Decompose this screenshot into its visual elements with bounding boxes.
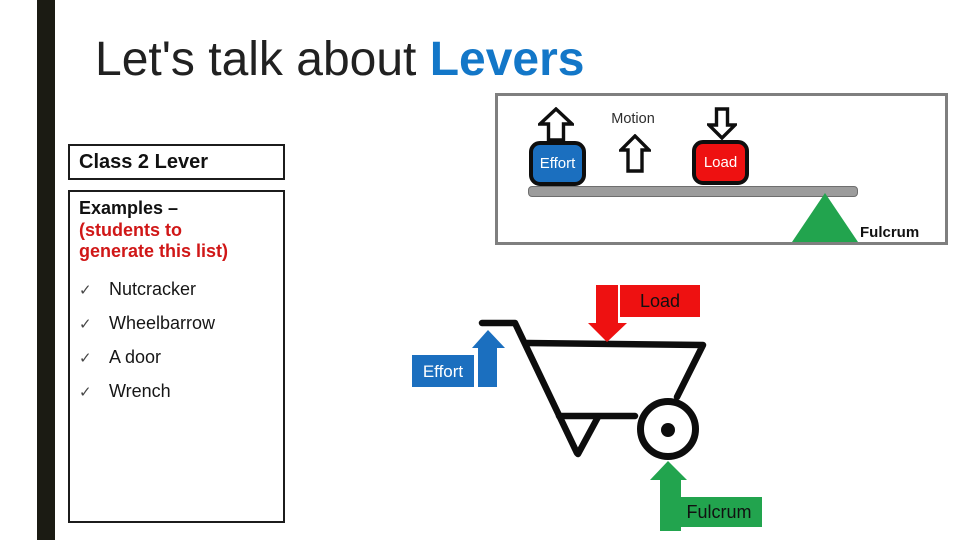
examples-heading-text: Examples – <box>79 198 179 218</box>
effort-arrow-icon <box>472 330 505 387</box>
effort-up-arrow-icon <box>538 107 574 142</box>
check-icon: ✓ <box>79 315 92 333</box>
check-icon: ✓ <box>79 349 92 367</box>
list-item-label: Nutcracker <box>109 278 197 299</box>
lever-beam <box>528 186 858 197</box>
check-icon: ✓ <box>79 281 92 299</box>
list-item: ✓ A door <box>79 347 274 367</box>
load-label: Load <box>640 291 680 311</box>
title-highlight: Levers <box>429 33 585 86</box>
examples-heading: Examples – (students to generate this li… <box>79 198 274 263</box>
effort-chip: Effort <box>529 141 586 186</box>
fulcrum-label: Fulcrum <box>860 224 920 241</box>
effort-chip-label: Effort <box>539 155 576 172</box>
list-item: ✓ Wheelbarrow <box>79 313 274 333</box>
fulcrum-label-bottom: Fulcrum <box>686 502 751 522</box>
motion-up-arrow-icon <box>619 134 651 173</box>
fulcrum-label-box <box>677 497 762 527</box>
load-arrow-icon <box>588 285 627 342</box>
effort-label-box <box>412 355 474 387</box>
wheel-icon <box>637 398 699 460</box>
load-down-arrow-icon <box>707 107 737 140</box>
class-2-lever-box: Class 2 Lever <box>68 144 285 180</box>
load-label-box <box>620 285 700 317</box>
load-chip-label: Load <box>703 154 738 171</box>
students-note: (students to generate this list) <box>79 219 229 262</box>
list-item: ✓ Wrench <box>79 381 274 401</box>
title-prefix: Let's talk about <box>95 33 430 86</box>
check-icon: ✓ <box>79 383 92 401</box>
motion-label: Motion <box>611 111 655 127</box>
list-item-label: A door <box>109 346 162 367</box>
examples-checklist: ✓ Nutcracker ✓ Wheelbarrow ✓ A door ✓ Wr… <box>79 279 274 401</box>
class-box-label: Class 2 Lever <box>79 150 208 173</box>
slide-accent-bar <box>37 0 55 540</box>
lever-diagram-panel: Motion Effort Load Fulcrum <box>495 93 948 245</box>
examples-box: Examples – (students to generate this li… <box>68 190 285 523</box>
page-title: Let's talk about Levers <box>95 34 585 86</box>
list-item-label: Wheelbarrow <box>109 312 216 333</box>
list-item-label: Wrench <box>109 380 171 401</box>
effort-label: Effort <box>423 362 464 381</box>
wheelbarrow-drawing-icon <box>478 319 707 460</box>
wheelbarrow-diagram: Load Effort Fulcrum <box>412 285 762 531</box>
wheel-hub-icon <box>661 423 675 437</box>
fulcrum-triangle-icon <box>792 193 858 242</box>
list-item: ✓ Nutcracker <box>79 279 274 299</box>
load-chip: Load <box>692 140 749 185</box>
